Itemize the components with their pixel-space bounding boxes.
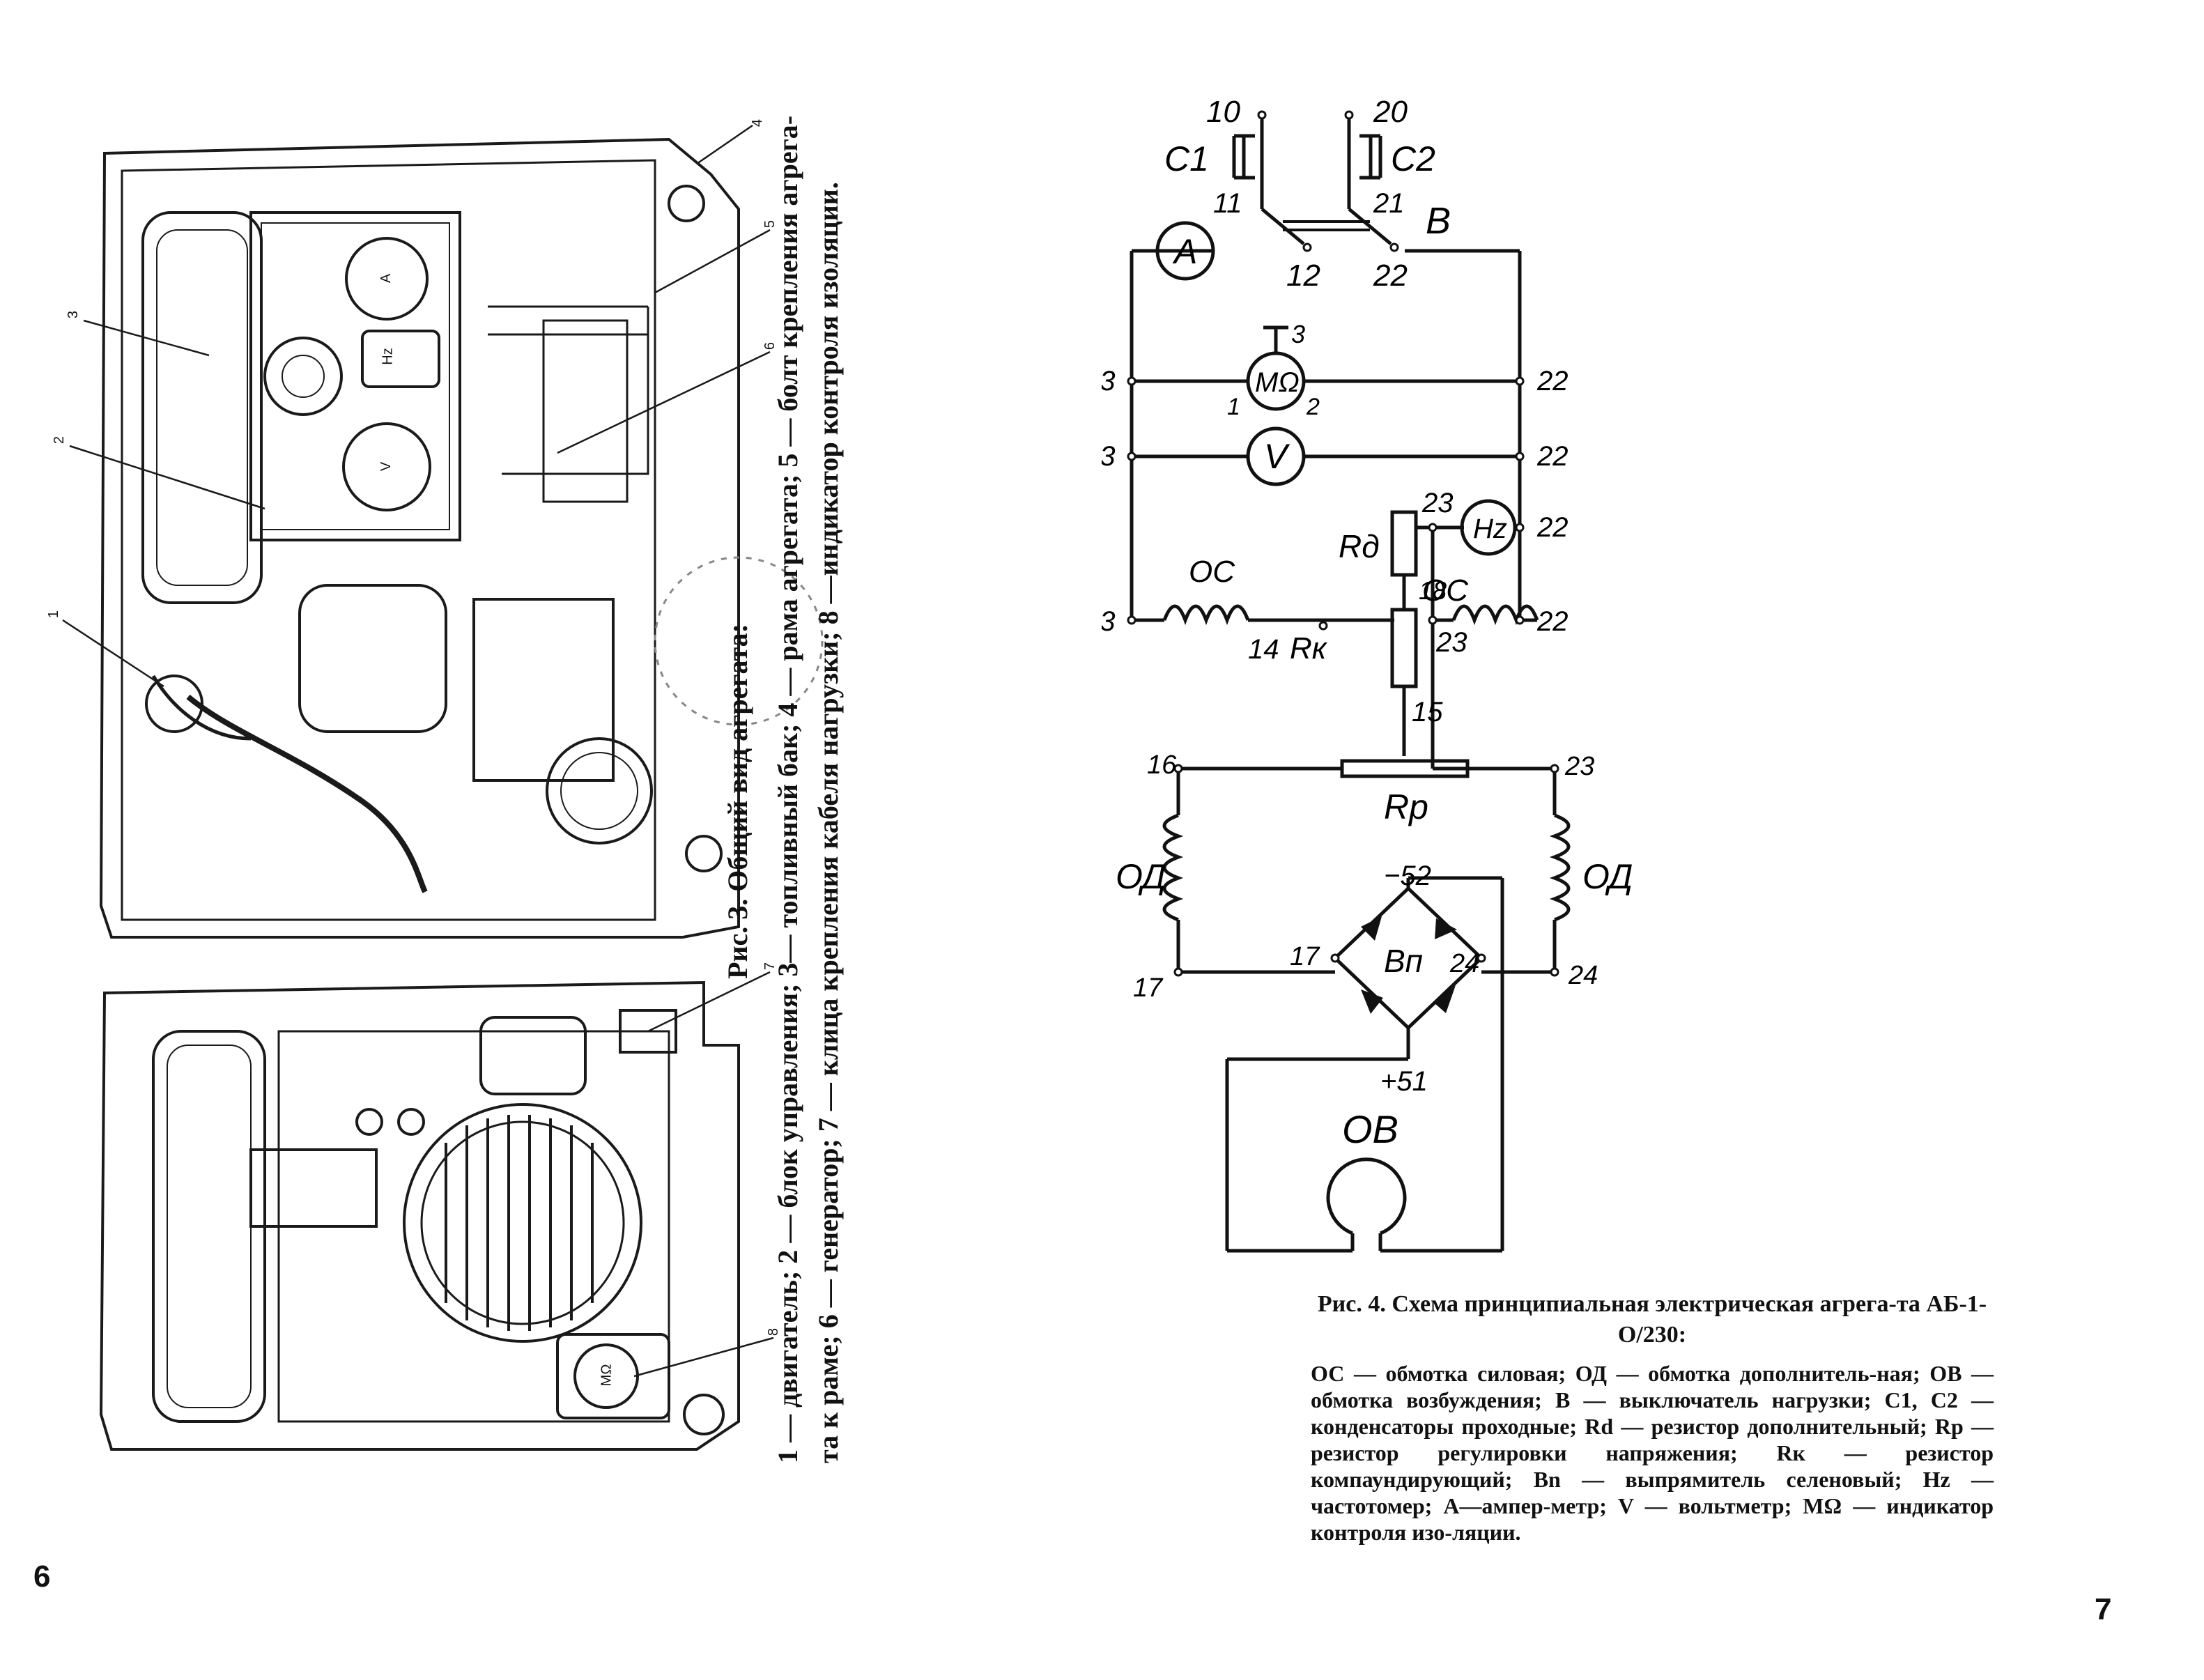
term-22-b: 22 xyxy=(1536,441,1569,472)
term-22-d: 22 xyxy=(1536,606,1569,637)
hz-meter-label: Hz xyxy=(380,348,396,365)
term-22-c: 22 xyxy=(1536,512,1569,543)
term-24-outer: 24 xyxy=(1568,961,1598,990)
resistor-rp: Rp xyxy=(1384,787,1428,826)
page-number-left: 6 xyxy=(33,1559,51,1594)
term-minus-52: −52 xyxy=(1384,861,1431,891)
callout-3: 3 xyxy=(65,310,82,319)
winding-oc-left: ОС xyxy=(1189,555,1235,589)
amp-meter-label: A xyxy=(378,273,394,284)
winding-od-left: ОД xyxy=(1116,857,1166,896)
electrical-schematic: 10 20 C1 C2 11 21 B 12 22 A 3 MΩ 1 2 13 … xyxy=(1102,95,1633,1253)
cap-c2: C2 xyxy=(1391,139,1435,178)
left-page: 1 2 3 4 5 6 7 8 Hz V A MΩ Рис. 3. Общий … xyxy=(33,115,844,1594)
term-22-top: 22 xyxy=(1373,259,1408,293)
term-2: 2 xyxy=(1306,394,1320,420)
term-13-b: 13 xyxy=(1102,441,1116,472)
voltmeter-symbol: V xyxy=(1264,437,1290,476)
term-20: 20 xyxy=(1373,95,1408,129)
cap-c1: C1 xyxy=(1164,139,1209,178)
figure-3-caption: Рис. 3. Общий вид агрегата: 1 — двигател… xyxy=(718,115,844,1463)
figure-4-legend: ОС — обмотка силовая; ОД — обмотка допол… xyxy=(1311,1361,1994,1545)
term-1: 1 xyxy=(1227,394,1240,420)
winding-ob: ОВ xyxy=(1342,1107,1398,1151)
figure-3-legend-line-1: 1 — двигатель; 2 — блок управления; 3— т… xyxy=(772,115,803,1463)
winding-oc-right: ОС xyxy=(1422,573,1469,608)
term-22-a: 22 xyxy=(1536,366,1569,396)
term-11: 11 xyxy=(1213,188,1242,219)
term-23-c: 23 xyxy=(1564,752,1594,781)
term-12: 12 xyxy=(1286,259,1320,293)
page-number-right: 7 xyxy=(2095,1592,2112,1626)
term-13-c: 13 xyxy=(1102,606,1116,637)
figure-4-caption: Рис. 4. Схема принципиальная электрическ… xyxy=(1311,1289,1994,1546)
term-23-b: 23 xyxy=(1435,627,1467,658)
term-plus-51: +51 xyxy=(1380,1066,1428,1097)
resistor-rd: Rд xyxy=(1339,528,1380,564)
term-18: 18 xyxy=(1419,576,1447,605)
megohm-meter-label: MΩ xyxy=(599,1364,615,1387)
unit-drawing xyxy=(62,124,824,1451)
term-10: 10 xyxy=(1206,95,1240,129)
megohm-symbol: MΩ xyxy=(1255,367,1300,398)
term-24-inner: 24 xyxy=(1449,949,1479,978)
term-15: 15 xyxy=(1412,697,1443,727)
figure-3-legend-line-2: та к раме; 6 — генератор; 7 — клица креп… xyxy=(812,182,844,1463)
figure-3-title: Рис. 3. Общий вид агрегата: xyxy=(722,624,753,979)
hz-meter-symbol: Hz xyxy=(1473,514,1507,544)
term-3: 3 xyxy=(1291,320,1305,348)
winding-od-right: ОД xyxy=(1582,857,1633,896)
term-13-a: 13 xyxy=(1102,366,1116,396)
term-17-outer: 17 xyxy=(1133,973,1164,1003)
term-14: 14 xyxy=(1248,634,1279,665)
term-16: 16 xyxy=(1147,750,1177,780)
callout-1: 1 xyxy=(46,610,62,619)
term-21: 21 xyxy=(1373,188,1405,219)
term-17-inner: 17 xyxy=(1290,942,1320,971)
ammeter-symbol: A xyxy=(1172,232,1197,271)
resistor-rk: Rк xyxy=(1290,631,1328,665)
switch-b: B xyxy=(1426,200,1451,242)
right-page: 10 20 C1 C2 11 21 B 12 22 A 3 MΩ 1 2 13 … xyxy=(1102,0,2204,1680)
figure-4-title: Рис. 4. Схема принципиальная электрическ… xyxy=(1317,1291,1987,1348)
rectifier-bp: Вп xyxy=(1384,943,1423,979)
callout-4: 4 xyxy=(750,118,766,128)
volt-meter-label: V xyxy=(378,461,394,472)
callout-2: 2 xyxy=(52,436,68,445)
term-23-a: 23 xyxy=(1421,488,1454,518)
